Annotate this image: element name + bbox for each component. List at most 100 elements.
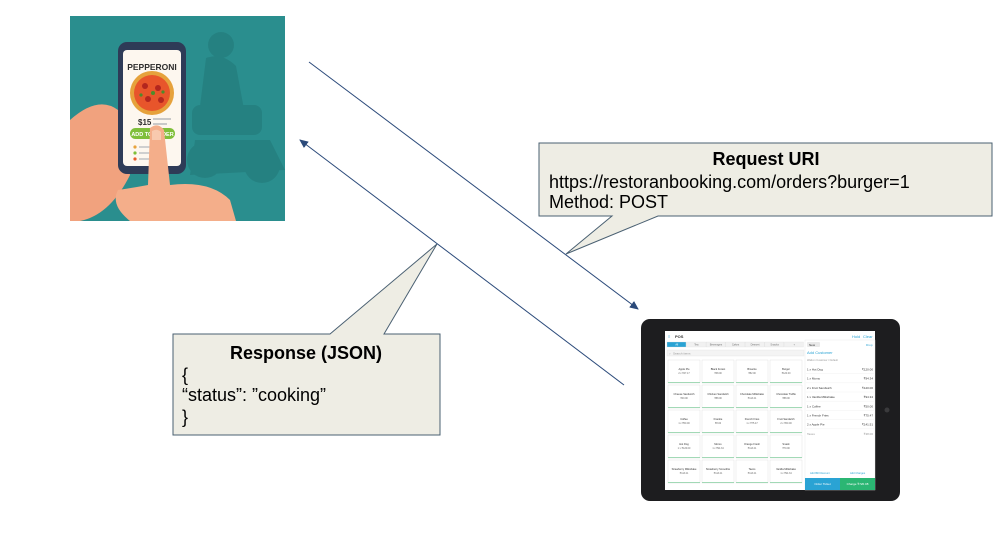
cart-item-name: 2 x Fruit Sandwich: [807, 386, 832, 390]
product-tile[interactable]: [769, 459, 803, 484]
product-tile-accent: [770, 482, 802, 483]
hold-link[interactable]: Hold: [852, 334, 860, 339]
product-name: Chocolate Milkshake: [740, 392, 764, 396]
category-tab[interactable]: [784, 341, 804, 348]
category-tab[interactable]: [745, 341, 765, 348]
product-tile[interactable]: [769, 409, 803, 434]
product-price: ₹113.21: [714, 472, 723, 475]
category-tab[interactable]: [666, 341, 687, 348]
cart-item-name: 2 x Apple Pie: [807, 423, 825, 427]
product-price: 2 x ₹47.17: [678, 372, 690, 375]
request-title: Request URI: [712, 149, 819, 169]
drop-link[interactable]: Drop: [866, 343, 873, 347]
delivery-rider-icon: [187, 32, 285, 183]
cart-item-name: 1 x Vanilla Milkshake: [807, 395, 835, 399]
cart-row[interactable]: [806, 392, 874, 402]
pos-brand: POS: [675, 334, 684, 339]
clear-link[interactable]: Clear: [863, 334, 873, 339]
category-tab-label: All: [675, 343, 678, 347]
category-tab-label: Snacks: [770, 343, 779, 347]
client-phone-illustration: PEPPERONI $15 ADD TO ORDER: [70, 16, 285, 221]
product-name: Momo: [714, 442, 722, 446]
response-line-1: {: [182, 365, 188, 385]
product-tile[interactable]: [769, 359, 803, 384]
search-icon: ⌕: [669, 352, 671, 356]
response-arrow: [299, 139, 625, 386]
category-tab-label: Beverages: [710, 343, 723, 347]
cart-row[interactable]: [806, 411, 874, 420]
request-callout: [538, 142, 993, 255]
product-tile-accent: [702, 457, 734, 458]
category-tab[interactable]: [705, 341, 726, 348]
product-tile[interactable]: [735, 459, 769, 484]
product-price: ₹113.21: [748, 447, 757, 450]
add-customer-link[interactable]: Add Customer: [807, 350, 833, 355]
product-price: 2 x ₹60.00: [780, 422, 792, 425]
product-price: ₹120.00: [782, 372, 792, 375]
product-name: Hot Dog: [679, 442, 689, 446]
cart-item-name: 1 x French Fries: [807, 414, 829, 418]
product-name: French Fries: [745, 417, 760, 421]
charge-button[interactable]: [840, 478, 875, 490]
cart-item-name: 1 x Momo: [807, 377, 821, 381]
product-tile-accent: [668, 482, 700, 483]
product-price: ₹40.00: [680, 397, 688, 400]
product-tile[interactable]: [667, 384, 701, 409]
product-tile[interactable]: [769, 434, 803, 459]
cart-row[interactable]: [806, 374, 874, 383]
product-tile[interactable]: [701, 384, 735, 409]
pos-topbar: [665, 331, 875, 340]
product-tile[interactable]: [735, 409, 769, 434]
category-tab-label: +: [793, 344, 795, 347]
charge-label: Charge ₹720.08: [847, 482, 869, 486]
product-name: Burger: [782, 367, 790, 371]
product-tile[interactable]: [735, 434, 769, 459]
product-tile[interactable]: [701, 409, 735, 434]
product-name: Vanilla Milkshake: [776, 467, 796, 471]
product-price: ₹113.21: [748, 397, 757, 400]
product-tile[interactable]: [667, 459, 701, 484]
hand-left-shape: [70, 104, 130, 221]
product-name: Black Forest: [711, 367, 726, 371]
product-tile-accent: [668, 457, 700, 458]
product-tile[interactable]: [701, 459, 735, 484]
product-price: ₹113.21: [680, 472, 689, 475]
product-name: Tacos: [749, 467, 756, 471]
product-tile[interactable]: [667, 359, 701, 384]
product-price: 1 x ₹94.34: [780, 472, 792, 475]
product-tile-accent: [736, 382, 768, 383]
product-tile-accent: [736, 482, 768, 483]
category-tab[interactable]: [686, 341, 706, 348]
cart-list: 1 x Hot Dog₹120.001 x Momo₹94.342 x Frui…: [806, 365, 874, 429]
cart-row[interactable]: [806, 383, 874, 392]
product-tile[interactable]: [667, 409, 701, 434]
new-cart-button[interactable]: [807, 342, 820, 347]
tablet-home-button[interactable]: [884, 407, 890, 413]
product-tile[interactable]: [735, 359, 769, 384]
category-tab[interactable]: [764, 341, 784, 348]
product-tile[interactable]: [667, 434, 701, 459]
cart-row[interactable]: [806, 365, 874, 374]
product-tile[interactable]: [701, 359, 735, 384]
customer-subtitle: Walk-in Customer / Default: [807, 358, 838, 362]
product-price: ₹82.00: [748, 372, 756, 375]
cart-row[interactable]: [806, 401, 874, 411]
product-name: Frankie: [714, 417, 723, 421]
bill-discount-link[interactable]: Add Bill Discount: [810, 471, 830, 475]
cart-item-price: ₹141.51: [862, 423, 873, 427]
order-ticket-button[interactable]: [805, 478, 840, 490]
phone-price: $15: [138, 118, 152, 127]
product-tile[interactable]: [769, 384, 803, 409]
product-tile[interactable]: [701, 434, 735, 459]
add-charges-link[interactable]: Add Charges: [850, 471, 866, 475]
request-url: https://restoranbooking.com/orders?burge…: [549, 172, 910, 192]
category-tab[interactable]: [725, 341, 745, 348]
menu-icon[interactable]: ≡: [668, 334, 671, 339]
search-input[interactable]: [666, 349, 805, 357]
cart-row[interactable]: [806, 420, 874, 429]
price-detail-line: [153, 123, 167, 125]
product-tile[interactable]: [735, 384, 769, 409]
product-price: 1 x ₹94.34: [712, 447, 724, 450]
